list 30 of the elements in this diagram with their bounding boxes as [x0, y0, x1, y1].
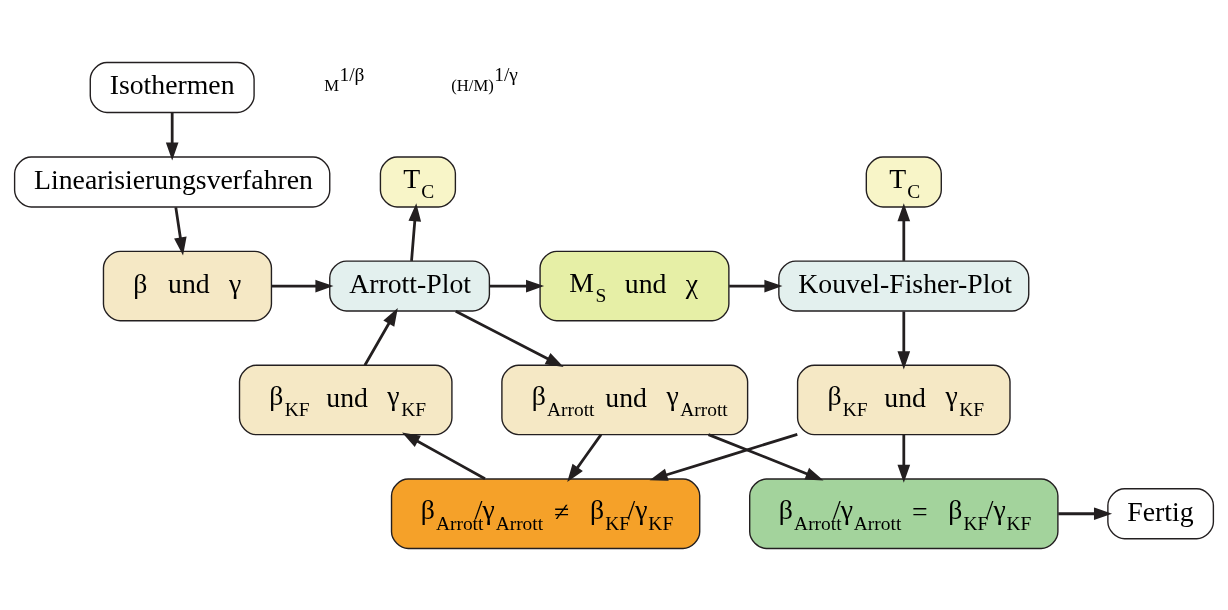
- arrow: [271, 279, 334, 292]
- arrow: [363, 307, 398, 366]
- arrow: [897, 434, 911, 483]
- arrow: [897, 311, 911, 369]
- node-box: β$_{Arrott}$ und γ$_{Arrott}$: [501, 364, 749, 435]
- arrow: [489, 279, 545, 292]
- arrow: [729, 279, 783, 292]
- node-box: Linearisierungsverfahren: [13, 155, 331, 208]
- arrow: [402, 432, 486, 480]
- node-box: T$_{C}$: [379, 155, 457, 208]
- node-box: β und γ: [102, 250, 273, 321]
- node-box: Arrott-Plot: [329, 259, 491, 312]
- node-box: β$_{KF}$ und γ$_{KF}$: [796, 364, 1011, 435]
- node-box: Kouvel-Fisher-Plot: [778, 259, 1030, 312]
- arrow: [897, 202, 911, 261]
- arrow: [174, 206, 187, 255]
- node-box: M$_{S}$ und χ: [539, 250, 730, 321]
- arrow: [567, 433, 603, 482]
- arrow: [1058, 506, 1113, 520]
- arrow: [408, 202, 422, 261]
- node-box: β$_{Arrott}$/γ$_{Arrott}$ ≠ β$_{KF}$/γ$_{KF}$: [390, 477, 701, 549]
- arrow: [649, 432, 798, 481]
- node-box: Isothermen: [89, 61, 255, 113]
- node-box: T$_{C}$: [865, 155, 942, 208]
- arrow: [455, 309, 564, 367]
- arrow: [165, 112, 179, 161]
- node-box: β$_{Arrott}$/γ$_{Arrott}$ = β$_{KF}$/γ$_{KF}$: [749, 477, 1059, 549]
- node-box: β$_{KF}$ und γ$_{KF}$: [238, 364, 453, 435]
- arrow: [707, 432, 824, 480]
- node-box: Fertig: [1107, 487, 1215, 539]
